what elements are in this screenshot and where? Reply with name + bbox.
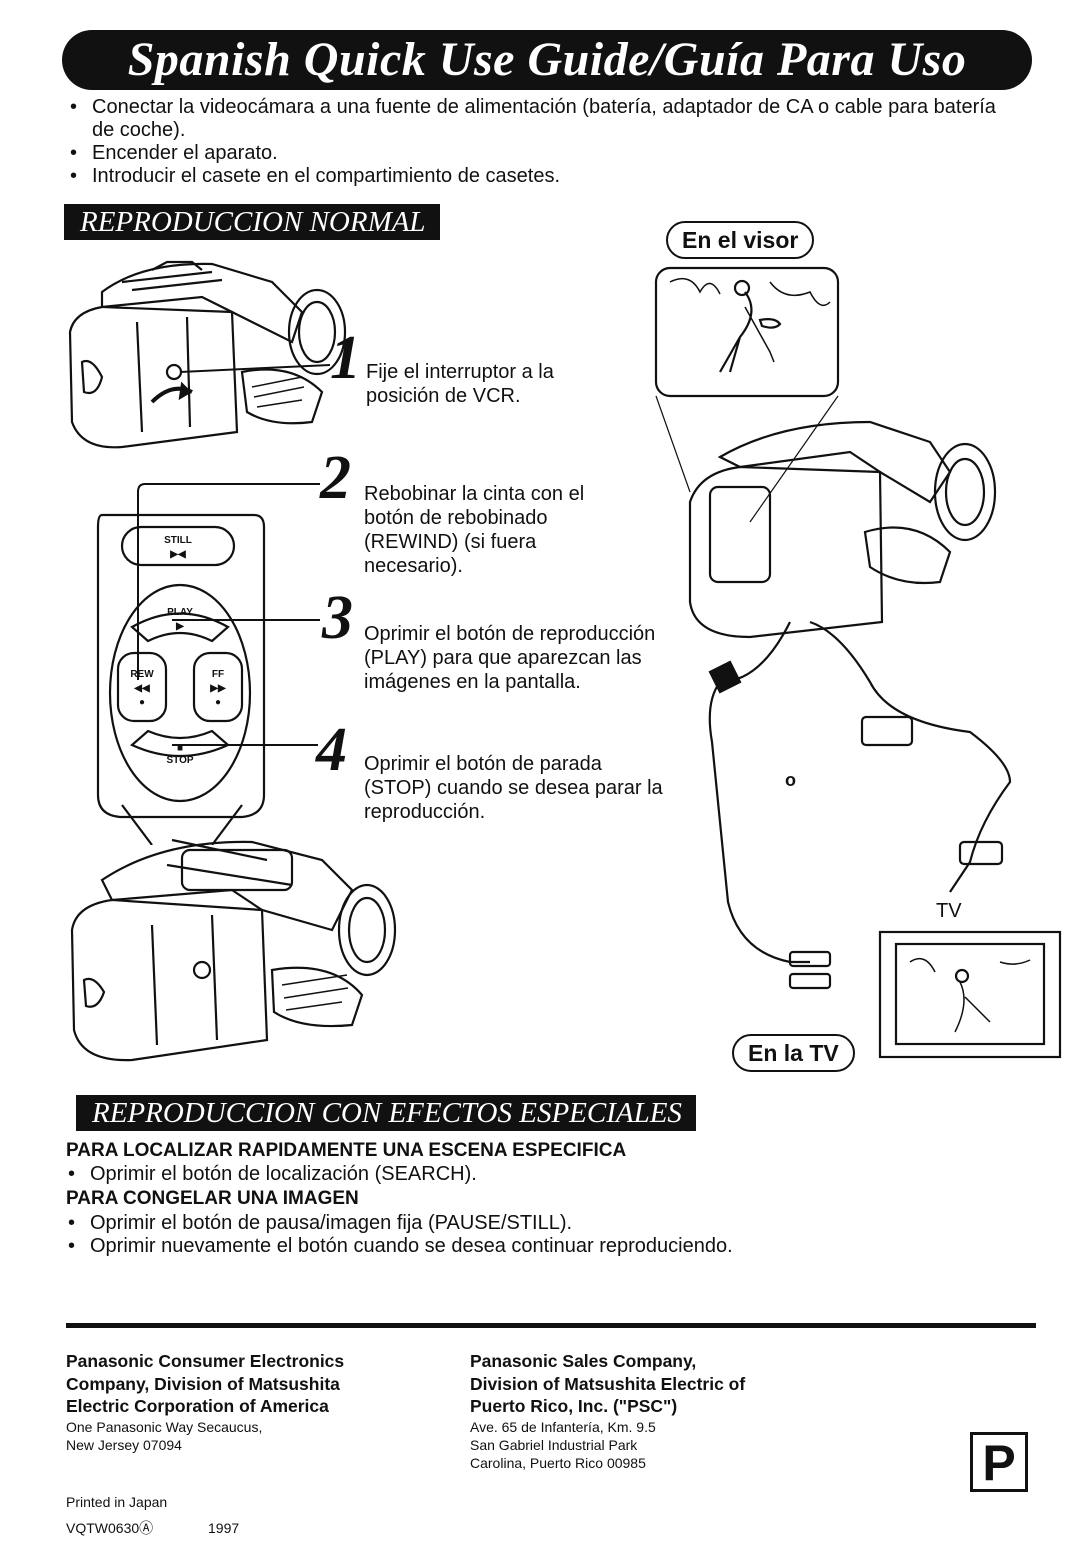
scene-search-bullets: Oprimir el botón de localización (SEARCH… (62, 1163, 1022, 1186)
ff-icon: ▶▶ (209, 683, 227, 694)
stop-button-label: STOP (166, 755, 193, 766)
intro-bullet: Conectar la videocámara a una fuente de … (64, 96, 1014, 142)
play-button-label: PLAY (167, 607, 193, 618)
ff-button-label: FF (212, 669, 224, 680)
subheading-freeze-image: PARA CONGELAR UNA IMAGEN (66, 1188, 359, 1209)
tv-tag: TV (936, 900, 962, 922)
printed-in: Printed in Japan (66, 1494, 168, 1510)
rew-button-label: REW (130, 669, 154, 680)
step-number: 1 (330, 324, 361, 392)
viewfinder-label: En el visor (666, 221, 815, 259)
step-text: Oprimir el botón de parada (STOP) cuando… (364, 753, 663, 823)
footer-divider (66, 1323, 1036, 1328)
step-number: 3 (322, 584, 353, 652)
step-text: Oprimir el botón de reproducción (PLAY) … (364, 623, 656, 693)
footer-right-company: Panasonic Sales Company, Division of Mat… (470, 1351, 746, 1471)
intro-bullet: Encender el aparato. (64, 142, 1014, 165)
still-button-label: STILL (164, 535, 192, 546)
freeze-image-bullets: Oprimir el botón de pausa/imagen fija (P… (62, 1212, 1022, 1258)
camcorder-top-view-illustration (70, 838, 397, 1062)
stop-icon: ■ (177, 743, 183, 754)
step-text: Rebobinar la cinta con el botón de rebob… (364, 483, 585, 577)
step-number: 2 (320, 444, 351, 512)
or-mark: o (785, 770, 796, 790)
intro-bullet-list: Conectar la videocámara a una fuente de … (64, 96, 1014, 188)
bullet: Oprimir nuevamente el botón cuando se de… (62, 1235, 1022, 1258)
bullet: Oprimir el botón de pausa/imagen fija (P… (62, 1212, 1022, 1235)
ff-dot-icon: ● (215, 697, 221, 708)
still-icon: ▶◀ (169, 549, 186, 560)
document-year: 1997 (208, 1520, 240, 1536)
subheading-scene-search: PARA LOCALIZAR RAPIDAMENTE UNA ESCENA ES… (66, 1140, 627, 1161)
section-heading-normal-playback: REPRODUCCION NORMAL (64, 204, 440, 240)
viewfinder-image (654, 266, 840, 398)
bullet: Oprimir el botón de localización (SEARCH… (62, 1163, 1022, 1186)
page-title: Spanish Quick Use Guide/Guía Para Uso Rá… (62, 30, 1032, 146)
step-number: 4 (316, 716, 347, 784)
document-code: VQTW0630Ⓐ (66, 1520, 154, 1536)
rew-dot-icon: ● (139, 697, 145, 708)
step-text: Fije el interruptor a la posición de VCR… (366, 361, 554, 407)
footer-left-company: Panasonic Consumer Electronics Company, … (66, 1351, 345, 1453)
play-icon: ▶ (175, 621, 185, 632)
section-heading-special-effects: REPRODUCCION CON EFECTOS ESPECIALES (76, 1095, 696, 1131)
intro-bullet: Introducir el casete en el compartimient… (64, 165, 1014, 188)
tv-view-label: En la TV (732, 1034, 855, 1072)
remote-buttons-panel: STILL ▶◀ PLAY ▶ REW ◀◀ ● FF ▶▶ ● ■ STOP (96, 513, 266, 845)
tv-connection-illustration (654, 266, 1062, 1059)
rew-icon: ◀◀ (133, 683, 150, 694)
language-badge: P (970, 1432, 1028, 1492)
